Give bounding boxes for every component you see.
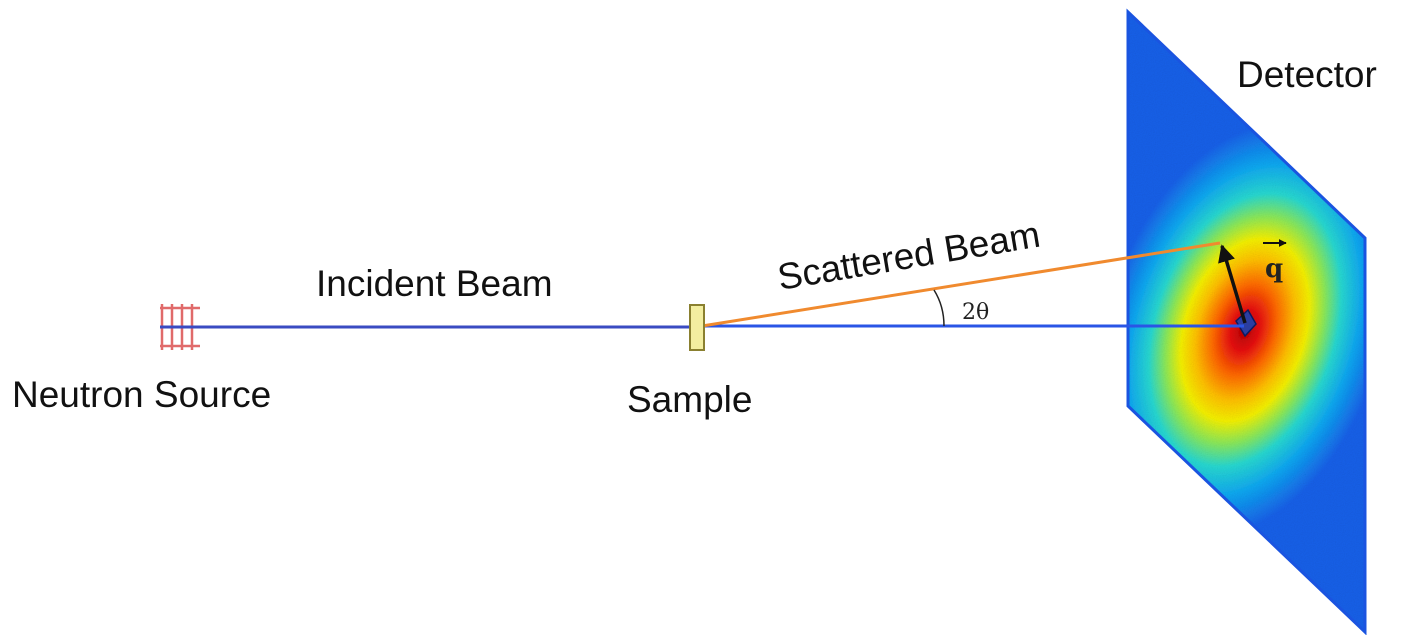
incident-beam-label: Incident Beam (316, 263, 553, 304)
scattered-beam-line (701, 241, 1221, 328)
sample-icon (689, 304, 705, 351)
neutron-source-label: Neutron Source (12, 374, 271, 415)
scattering-angle-arc (933, 289, 945, 327)
angle-label: 2θ (962, 300, 989, 325)
scattered-beam-label: Scattered Beam (775, 214, 1043, 298)
detector-edge (1126, 8, 1367, 635)
q-vector-label: q (1265, 254, 1283, 284)
sample-label: Sample (627, 379, 752, 420)
detector-label: Detector (1237, 54, 1377, 95)
q-vector-arrow (1218, 244, 1247, 324)
